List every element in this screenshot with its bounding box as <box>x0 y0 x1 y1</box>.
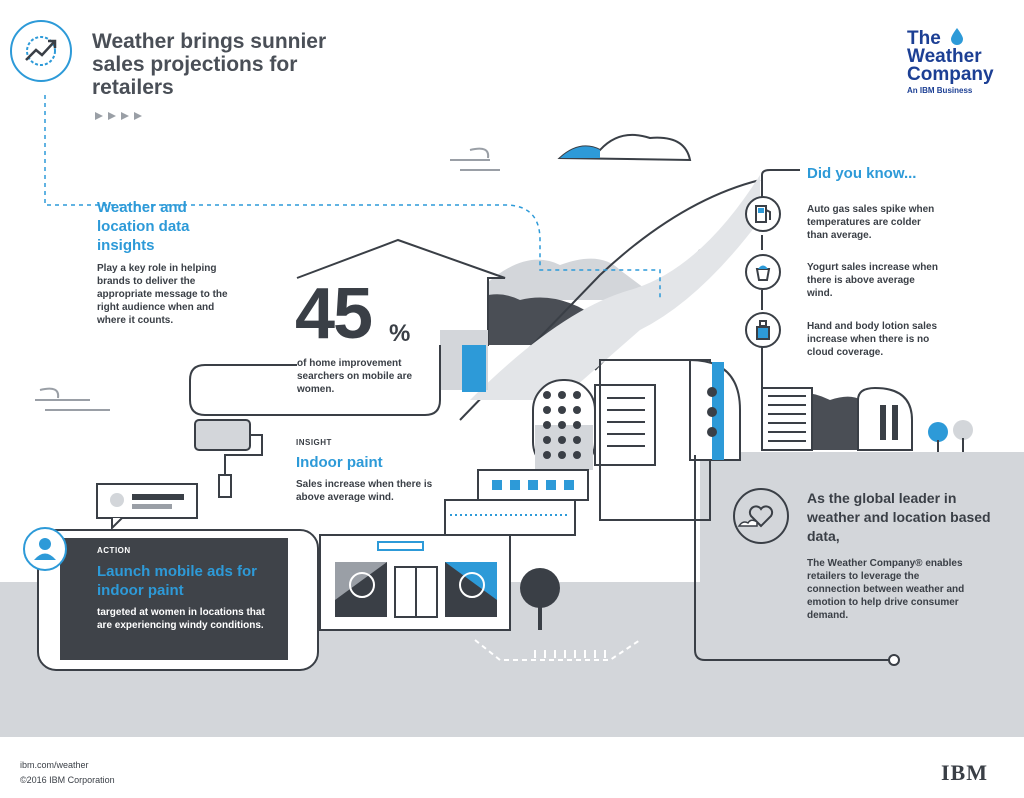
leader-body: The Weather Company® enables retailers t… <box>807 558 965 621</box>
trend-arrow-icon <box>25 36 57 66</box>
logo-line-3: Company <box>907 64 994 85</box>
footer-url[interactable]: ibm.com/weather <box>20 760 89 770</box>
insight-label: INSIGHT <box>296 438 332 447</box>
ibm-logo: IBM <box>941 760 988 785</box>
insights-heading: Weather and location data insights <box>97 199 190 254</box>
logo-sub: An IBM Business <box>907 86 973 95</box>
person-icon <box>34 538 56 560</box>
stat-value: 45 <box>295 274 373 354</box>
stat-unit: % <box>389 320 411 347</box>
insights-body: Play a key role in helping brands to del… <box>97 263 228 326</box>
heart-icon <box>737 505 774 528</box>
did-you-know-item-1: Auto gas sales spike when temperatures a… <box>807 204 935 241</box>
did-you-know-item-3: Hand and body lotion sales increase when… <box>807 321 938 358</box>
insight-body: Sales increase when there is above avera… <box>296 479 433 503</box>
raindrop-icon <box>951 28 963 45</box>
weather-company-logo: The Weather Company An IBM Business <box>907 28 1017 100</box>
lotion-icon <box>745 312 781 348</box>
action-label: ACTION <box>97 546 131 555</box>
header-icon-circle <box>10 20 72 82</box>
footer-copyright: ©2016 IBM Corporation <box>20 775 115 785</box>
logo-line-2: Weather <box>907 46 982 67</box>
logo-line-1: The <box>907 28 941 49</box>
action-body: targeted at women in locations that are … <box>97 607 265 631</box>
action-title: Launch mobile ads for indoor paint <box>97 563 258 599</box>
action-panel <box>60 538 288 660</box>
did-you-know-item-2: Yogurt sales increase when there is abov… <box>807 262 938 299</box>
heart-cloud-icon-circle <box>733 488 789 544</box>
leader-heading: As the global leader in weather and loca… <box>807 490 991 544</box>
stat-caption: of home improvement searchers on mobile … <box>297 358 413 395</box>
did-you-know-heading: Did you know... <box>807 165 917 182</box>
yogurt-icon <box>745 254 781 290</box>
page-title: Weather brings sunnier sales projections… <box>92 30 327 99</box>
gas-pump-icon <box>745 196 781 232</box>
insight-title: Indoor paint <box>296 454 383 471</box>
person-avatar-circle <box>23 527 67 571</box>
